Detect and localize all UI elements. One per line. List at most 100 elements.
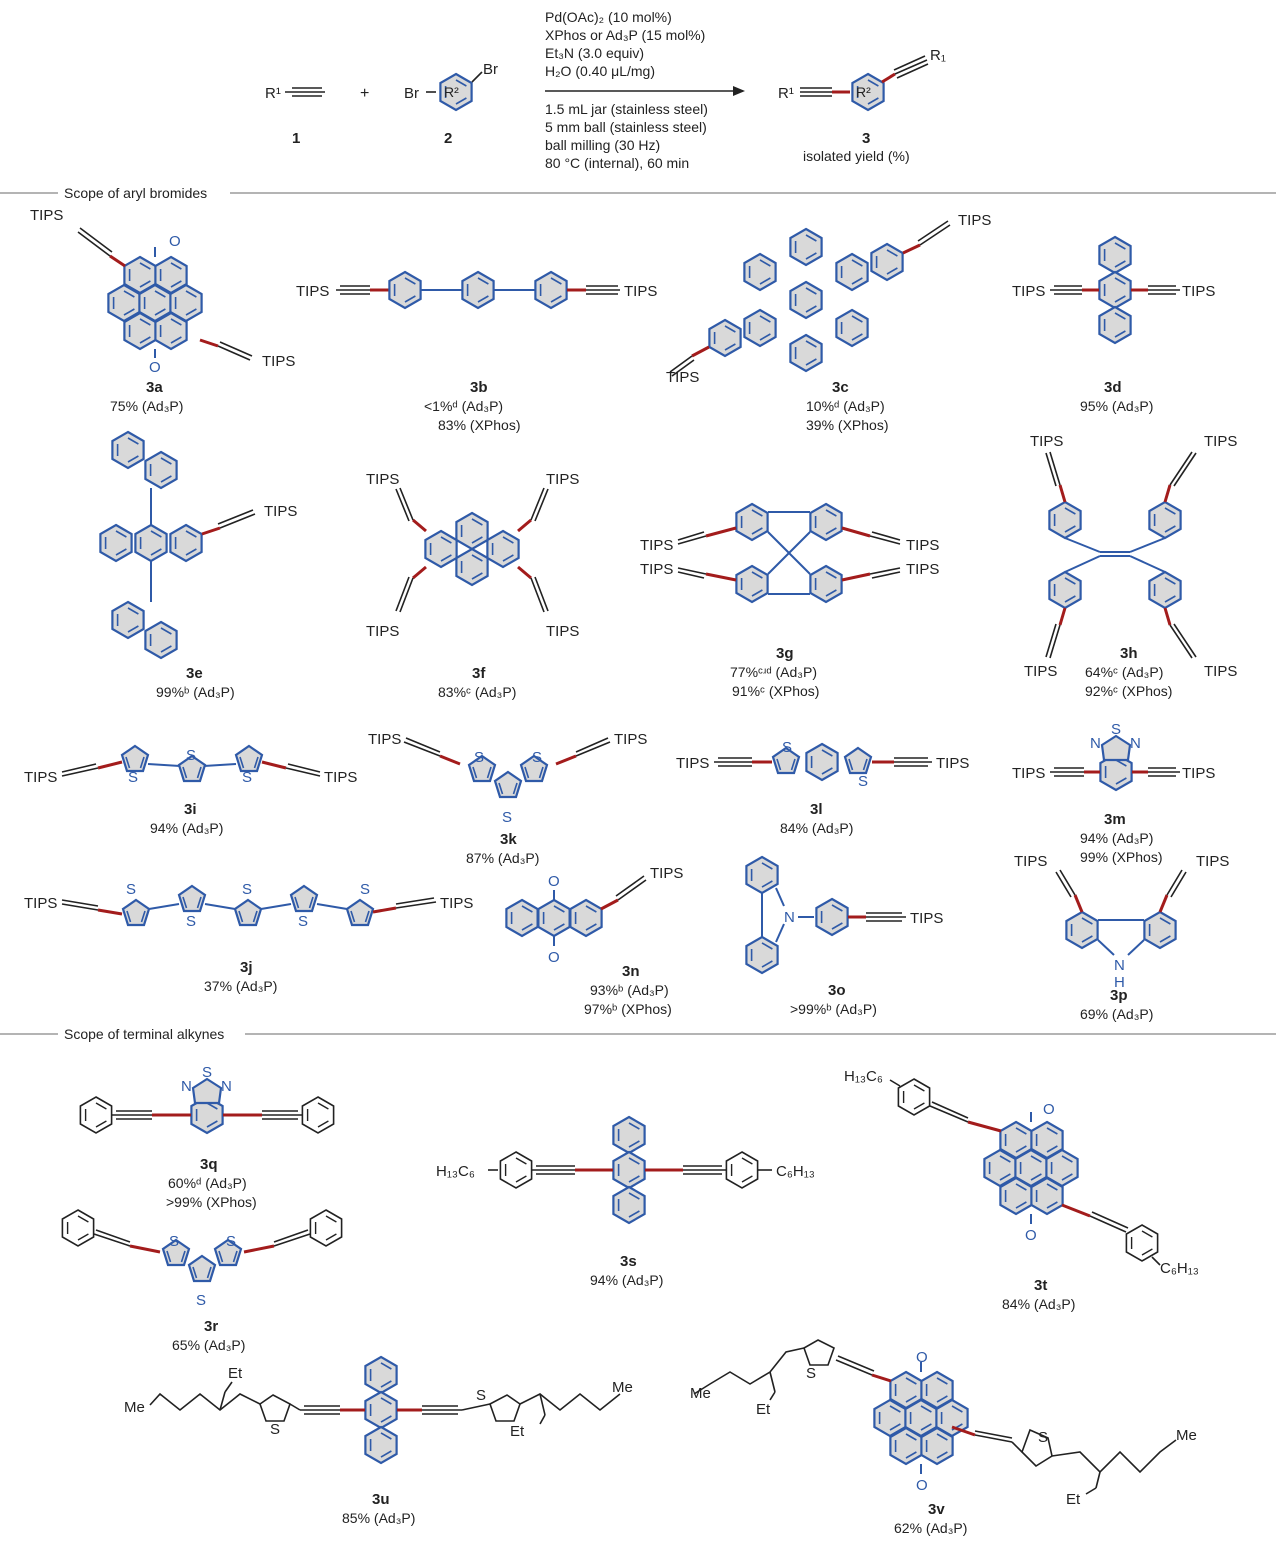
yield-3l-1: 84% (Ad₃P) (780, 820, 853, 836)
methyl-label: Me (612, 1379, 633, 1396)
plus-sign: + (360, 85, 369, 102)
yield-3i-1: 94% (Ad₃P) (150, 820, 223, 836)
isolated-yield-caption: isolated yield (%) (803, 148, 910, 164)
compound-label-3v: 3v (928, 1501, 945, 1518)
structure-3p: N H TIPS TIPS (1014, 853, 1229, 991)
structure-3d: TIPS TIPS (1012, 235, 1215, 345)
reagent-1-r1: R¹ (265, 85, 281, 102)
yield-3g-2: 91%ᶜ (XPhos) (732, 683, 819, 699)
sulfur-atom: S (270, 1421, 280, 1438)
tips-label: TIPS (324, 769, 357, 786)
nitrogen-atom: N (181, 1078, 192, 1095)
sulfur-atom: S (360, 881, 370, 898)
yield-3o-1: >99%ᵇ (Ad₃P) (790, 1001, 877, 1017)
compound-label-3t: 3t (1034, 1277, 1047, 1294)
sulfur-atom: S (1038, 1429, 1048, 1446)
tips-label: TIPS (264, 503, 297, 520)
structure-3k: TIPS S S S TIPS (368, 731, 647, 826)
nh-hydrogen: H (1114, 974, 1125, 991)
sulfur-atom: S (242, 881, 252, 898)
oxygen-atom: O (1043, 1101, 1055, 1118)
yield-3j-1: 37% (Ad₃P) (204, 978, 277, 994)
label-3: 3 (862, 130, 870, 147)
tips-label: TIPS (366, 471, 399, 488)
nitrogen-atom: N (1090, 735, 1101, 752)
hexyl-right: C₆H₁₃ (776, 1163, 815, 1180)
compound-label-3u: 3u (372, 1491, 390, 1508)
sulfur-atom: S (196, 1292, 206, 1309)
yield-3r-1: 65% (Ad₃P) (172, 1337, 245, 1353)
hexyl-right: C₆H₁₃ (1160, 1260, 1199, 1277)
condition-line-4: H₂O (0.40 μL/mg) (545, 63, 655, 79)
structure-3b: TIPS TIPS (296, 270, 657, 310)
oxygen-atom: O (548, 949, 560, 966)
tips-label: TIPS (958, 212, 991, 229)
yield-3t-1: 84% (Ad₃P) (1002, 1296, 1075, 1312)
yield-3m-2: 99% (XPhos) (1080, 849, 1162, 865)
product-r1-left: R¹ (778, 85, 794, 102)
compound-label-3n: 3n (622, 963, 640, 980)
sulfur-atom: S (186, 913, 196, 930)
nitrogen-atom: N (1114, 957, 1125, 974)
compound-label-3h: 3h (1120, 645, 1138, 662)
ethyl-label: Et (228, 1365, 243, 1382)
tips-label: TIPS (1204, 433, 1237, 450)
tips-label: TIPS (1024, 663, 1057, 680)
condition-line-1: Pd(OAc)₂ (10 mol%) (545, 9, 672, 25)
yield-3b-1: <1%ᵈ (Ad₃P) (424, 398, 503, 414)
sulfur-atom: S (186, 747, 196, 764)
yield-3p-1: 69% (Ad₃P) (1080, 1006, 1153, 1022)
structure-3g: TIPS TIPS TIPS TIPS (640, 502, 939, 604)
tips-label: TIPS (1014, 853, 1047, 870)
label-1: 1 (292, 130, 300, 147)
product-r1-right: R₁ (930, 47, 946, 64)
tips-label: TIPS (24, 769, 57, 786)
tips-label: TIPS (624, 283, 657, 300)
yield-3q-2: >99% (XPhos) (166, 1194, 257, 1210)
tips-label: TIPS (296, 283, 329, 300)
tips-label: TIPS (1012, 765, 1045, 782)
condition-line-2: XPhos or Ad₃P (15 mol%) (545, 27, 705, 43)
structure-3j: TIPS S S S S S TIPS (24, 881, 473, 930)
sulfur-atom: S (532, 749, 542, 766)
methyl-label: Me (1176, 1427, 1197, 1444)
condition-line-7: ball milling (30 Hz) (545, 137, 660, 153)
structure-3m: N N S TIPS TIPS (1012, 721, 1215, 792)
condition-line-5: 1.5 mL jar (stainless steel) (545, 101, 708, 117)
sulfur-atom: S (226, 1233, 236, 1250)
tips-label: TIPS (640, 537, 673, 554)
tips-label: TIPS (1196, 853, 1229, 870)
sulfur-atom: S (169, 1233, 179, 1250)
reagent-2-br-left: Br (404, 85, 419, 102)
structure-3e: TIPS (99, 430, 297, 660)
tips-label: TIPS (1182, 283, 1215, 300)
compound-label-3c: 3c (832, 379, 849, 396)
compound-label-3a: 3a (146, 379, 163, 396)
sulfur-atom: S (298, 913, 308, 930)
compound-label-3i: 3i (184, 801, 197, 818)
yield-3c-1: 10%ᵈ (Ad₃P) (806, 398, 885, 414)
tips-label: TIPS (546, 623, 579, 640)
oxygen-bottom: O (149, 359, 161, 376)
yield-3n-2: 97%ᵇ (XPhos) (584, 1001, 672, 1017)
tips-label: TIPS (1204, 663, 1237, 680)
yield-3c-2: 39% (XPhos) (806, 417, 888, 433)
structure-3i: TIPS S S S TIPS (24, 744, 357, 786)
condition-line-8: 80 °C (internal), 60 min (545, 155, 689, 171)
yield-3m-1: 94% (Ad₃P) (1080, 830, 1153, 846)
sulfur-atom: S (782, 739, 792, 756)
sulfur-atom: S (502, 809, 512, 826)
sulfur-atom: S (806, 1365, 816, 1382)
tips-label: TIPS (368, 731, 401, 748)
tips-label: TIPS (24, 895, 57, 912)
hexyl-left: H₁₃C₆ (844, 1068, 883, 1085)
nitrogen-atom: N (1130, 735, 1141, 752)
compound-label-3l: 3l (810, 801, 823, 818)
oxygen-atom: O (1025, 1227, 1037, 1244)
yield-3k-1: 87% (Ad₃P) (466, 850, 539, 866)
reagent-2-r2: R² (444, 84, 459, 100)
tips-label: TIPS (366, 623, 399, 640)
tips-label: TIPS (650, 865, 683, 882)
oxygen-top: O (169, 233, 181, 250)
